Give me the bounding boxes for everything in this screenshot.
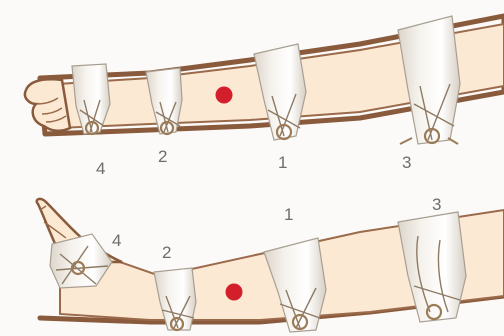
lower-label-1: 1 [284,205,293,224]
lower-figure: 4 2 1 3 [37,195,504,332]
upper-label-1: 1 [278,153,287,172]
upper-wound-dot [216,87,233,104]
lower-label-4: 4 [112,231,121,250]
upper-hand [25,79,70,130]
lower-label-3: 3 [432,195,441,214]
upper-bandage-3 [398,16,460,144]
upper-label-4: 4 [96,159,105,178]
lower-label-2: 2 [162,243,171,262]
lower-wound-dot [226,284,243,301]
upper-figure: 4 2 1 3 [25,16,504,178]
upper-label-3: 3 [402,153,411,172]
upper-label-2: 2 [158,147,167,166]
